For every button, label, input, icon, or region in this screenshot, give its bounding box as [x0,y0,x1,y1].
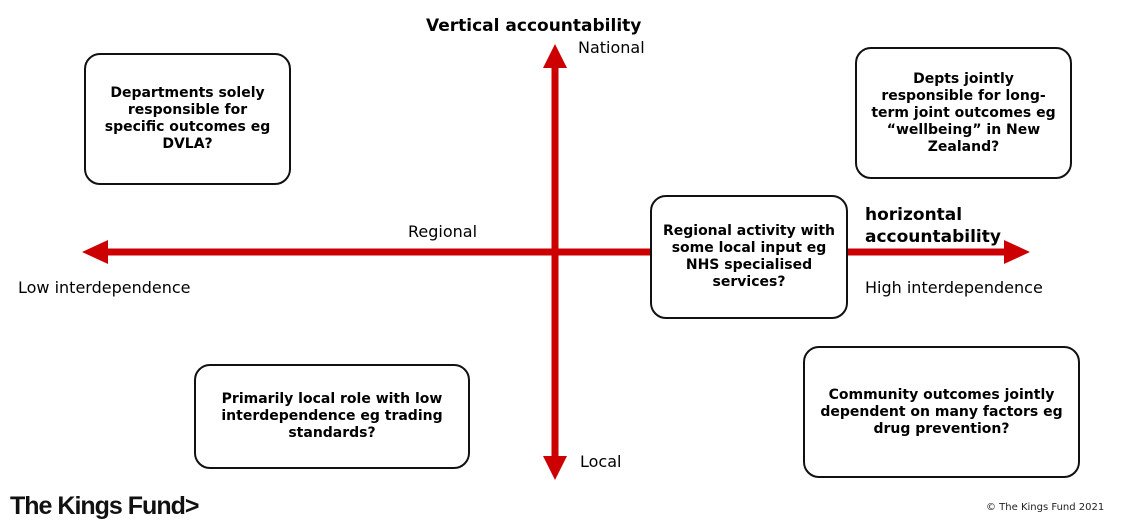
right-arrowhead [1004,240,1030,264]
copyright-text: © The Kings Fund 2021 [986,502,1105,513]
box-bottom-left: Primarily local role with low interdepen… [194,364,470,469]
bottom-arrowhead [543,456,567,480]
local-label: Local [580,452,622,471]
high-interdependence-label: High interdependence [865,278,1043,297]
box-top-left-text: Departments solely responsible for speci… [104,85,271,152]
box-center-right-text: Regional activity with some local input … [662,223,836,290]
box-bottom-right-text: Community outcomes jointly dependent on … [820,386,1063,437]
horizontal-axis-title-line2: accountability [865,227,1001,247]
national-label: National [578,38,645,57]
regional-label: Regional [408,222,478,241]
top-arrowhead [543,44,567,68]
box-top-left: Departments solely responsible for speci… [84,53,291,185]
left-arrowhead [82,240,108,264]
box-center-right: Regional activity with some local input … [650,195,848,319]
low-interdependence-label: Low interdependence [18,278,191,297]
horizontal-axis-title-line1: horizontal [865,205,963,225]
box-top-right-text: Depts jointly responsible for long-term … [871,70,1056,155]
vertical-axis-title: Vertical accountability [426,16,642,36]
box-top-right: Depts jointly responsible for long-term … [855,47,1072,179]
box-bottom-left-text: Primarily local role with low interdepen… [221,391,443,441]
kings-fund-logo: The Kings Fund> [10,492,199,520]
box-bottom-right: Community outcomes jointly dependent on … [803,346,1080,478]
